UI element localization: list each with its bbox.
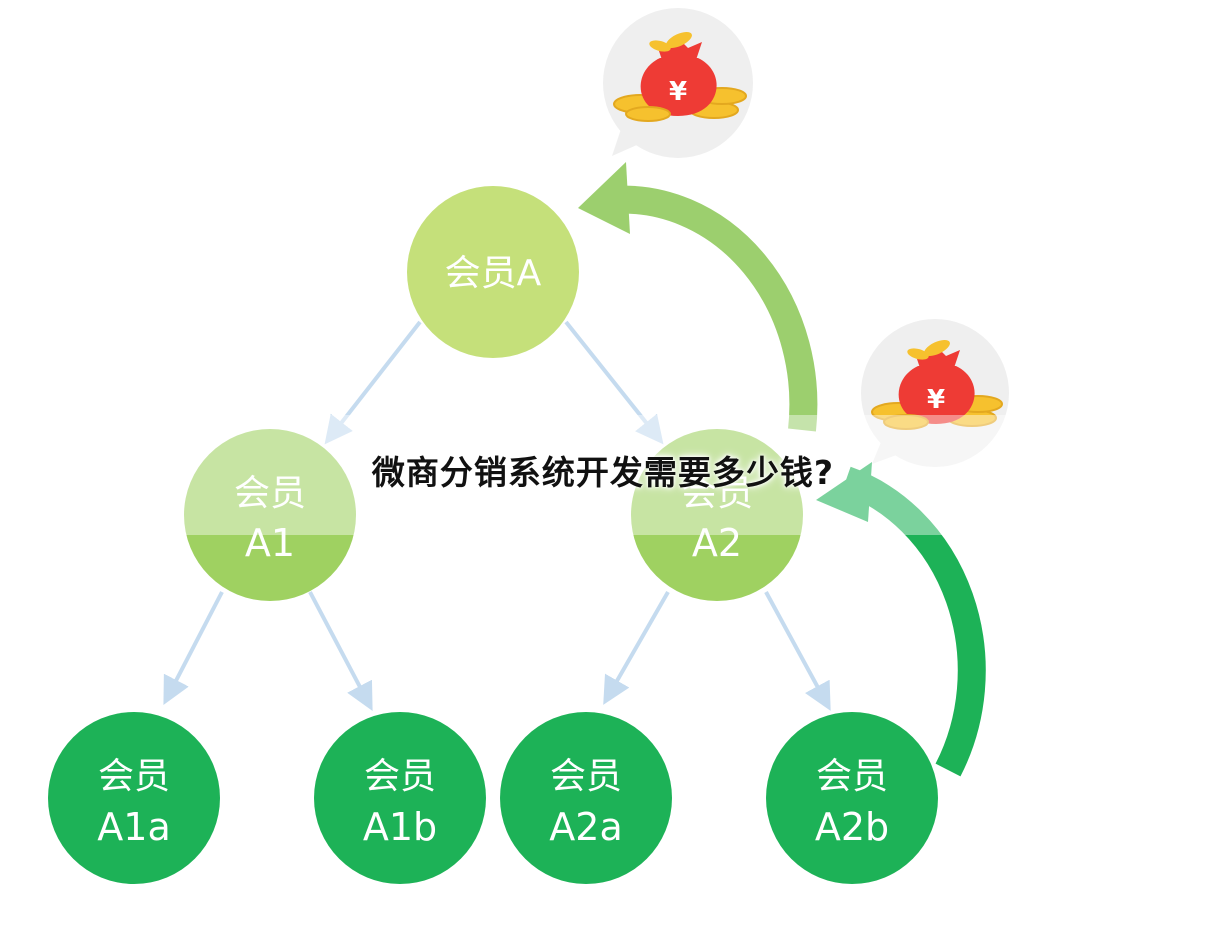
- money-bag-icon: ¥: [613, 31, 747, 122]
- member-node-a2-label: 会员: [681, 473, 753, 514]
- member-node-a2-code: A2: [692, 521, 742, 565]
- commission-arrow-lower: [816, 462, 986, 777]
- member-node-a2a-label: 会员: [550, 756, 622, 797]
- connector-a-a1: [324, 320, 422, 445]
- member-node-a2b-label: 会员: [816, 756, 888, 797]
- member-node-a1a: 会员 A1a: [48, 712, 220, 884]
- member-node-a2: 会员 A2: [631, 429, 803, 601]
- member-node-a-label: 会员A: [445, 253, 542, 294]
- connector-a2-a2a: [603, 591, 670, 705]
- connectors: [163, 320, 831, 711]
- member-node-a1b: 会员 A1b: [314, 712, 486, 884]
- member-node-a2a-code: A2a: [549, 805, 622, 849]
- money-bag-symbol: ¥: [669, 77, 687, 107]
- member-node-a: 会员A: [407, 186, 579, 358]
- money-bag-symbol: ¥: [927, 385, 945, 415]
- headline-band: [0, 415, 1206, 535]
- member-node-a1: 会员 A1: [184, 429, 356, 601]
- member-node-a1b-label: 会员: [364, 756, 436, 797]
- headline: 微商分销系统开发需要多少钱?: [371, 453, 835, 492]
- member-node-a1a-label: 会员: [98, 756, 170, 797]
- member-node-a2a: 会员 A2a: [500, 712, 672, 884]
- connector-a1-a1b: [308, 591, 373, 711]
- connector-a1-a1a: [163, 591, 224, 705]
- member-node-a1-label: 会员: [234, 473, 306, 514]
- money-bag-bubble-upper: ¥: [603, 8, 753, 158]
- member-node-a1-code: A1: [245, 521, 295, 565]
- connector-a-a2: [564, 320, 664, 445]
- connector-a2-a2b: [764, 591, 831, 711]
- member-node-a1b-code: A1b: [363, 805, 437, 849]
- commission-arrow-upper: [578, 162, 818, 432]
- money-bag-bubble-lower: ¥: [861, 319, 1009, 467]
- member-node-a1a-code: A1a: [97, 805, 170, 849]
- member-node-a2b-code: A2b: [815, 805, 889, 849]
- money-bag-icon: ¥: [871, 339, 1003, 430]
- member-node-a2b: 会员 A2b: [766, 712, 938, 884]
